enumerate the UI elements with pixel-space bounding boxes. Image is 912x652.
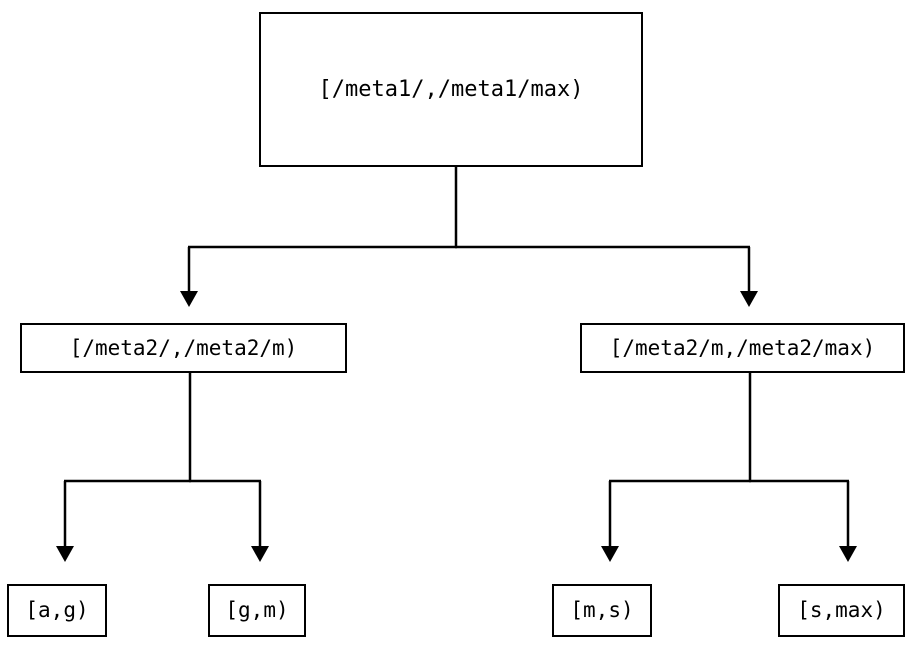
tree-node-leaf-smax-label: [s,max) [797,598,886,622]
edge-mid-right-to-leaf-ms [601,373,752,562]
arrowhead-icon [601,546,619,562]
tree-node-leaf-smax[interactable]: [s,max) [778,584,905,637]
edge-mid-right-to-leaf-smax [749,479,857,562]
tree-node-mid-left-label: [/meta2/,/meta2/m) [69,335,298,360]
arrowhead-icon [740,291,758,307]
tree-node-leaf-ms-label: [m,s) [570,598,634,622]
tree-node-leaf-ag-label: [a,g) [25,598,89,622]
arrowhead-icon [251,546,269,562]
tree-node-mid-left[interactable]: [/meta2/,/meta2/m) [20,323,347,373]
tree-node-leaf-ag[interactable]: [a,g) [7,584,107,637]
arrowhead-icon [839,546,857,562]
tree-node-mid-right[interactable]: [/meta2/m,/meta2/max) [580,323,905,373]
edge-root-to-mid-left [180,167,458,307]
tree-node-leaf-gm[interactable]: [g,m) [208,584,306,637]
edge-root-to-mid-right [455,245,758,307]
tree-node-root-label: [/meta1/,/meta1/max) [318,76,584,102]
tree-node-leaf-gm-label: [g,m) [225,598,289,622]
arrowhead-icon [180,291,198,307]
tree-node-leaf-ms[interactable]: [m,s) [552,584,652,637]
tree-node-mid-right-label: [/meta2/m,/meta2/max) [609,335,876,360]
edge-mid-left-to-leaf-ag [56,373,192,562]
arrowhead-icon [56,546,74,562]
edge-mid-left-to-leaf-gm [189,479,269,562]
tree-node-root[interactable]: [/meta1/,/meta1/max) [259,12,643,167]
